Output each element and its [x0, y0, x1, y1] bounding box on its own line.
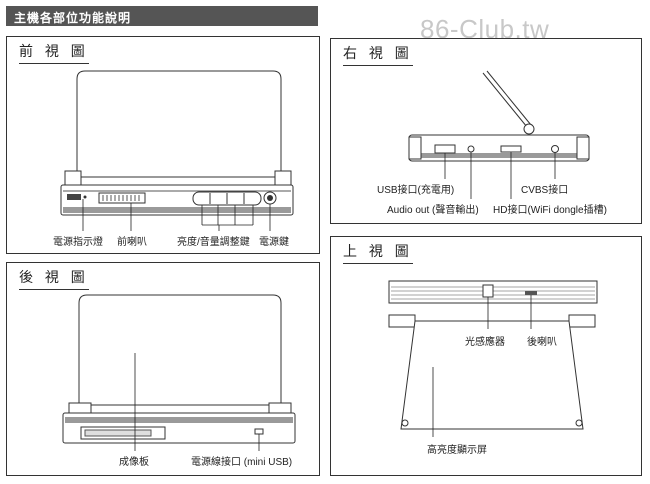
imaging-board-label: 成像板: [119, 457, 149, 468]
power-port-label: 電源線接口 (mini USB): [191, 457, 293, 468]
light-sensor-label: 光感應器: [465, 337, 505, 348]
hb-screen-label: 高亮度顯示屏: [427, 445, 487, 456]
right-view-title: 右 視 圖: [343, 43, 413, 66]
top-view-panel: 上 視 圖 光感應器 後喇叭 高亮度顯示屏: [330, 236, 642, 476]
front-view-title: 前 視 圖: [19, 41, 89, 64]
hd-port-label: HD接口(WiFi dongle插槽): [493, 205, 607, 216]
header-title: 主機各部位功能說明: [14, 11, 132, 25]
usb-port-label: USB接口(充電用): [377, 185, 455, 196]
back-view-diagram: [62, 294, 296, 451]
front-speaker-label: 前喇叭: [117, 237, 147, 248]
back-view-panel: 後 視 圖 成像板 電源線接口 (mini USB): [6, 262, 320, 476]
power-key-label: 電源鍵: [259, 237, 289, 248]
power-led-label: 電源指示燈: [53, 237, 103, 248]
right-view-diagram: [408, 70, 590, 199]
audio-out-label: Audio out (聲音輸出): [387, 205, 479, 216]
front-view-panel: 前 視 圖: [6, 36, 320, 254]
right-view-panel: 右 視 圖 USB接口(充電用) Audio out (聲音輸出) HD接口(W…: [330, 38, 642, 224]
brightness-volume-keys-label: 亮度/音量調整鍵: [177, 237, 250, 248]
top-view-title: 上 視 圖: [343, 241, 413, 264]
front-view-diagram: [60, 70, 294, 231]
header-bar: 主機各部位功能說明: [6, 6, 318, 26]
back-view-title: 後 視 圖: [19, 267, 89, 290]
cvbs-port-label: CVBS接口: [521, 185, 569, 196]
rear-speaker-label: 後喇叭: [527, 337, 557, 348]
top-view-diagram: [388, 280, 598, 437]
